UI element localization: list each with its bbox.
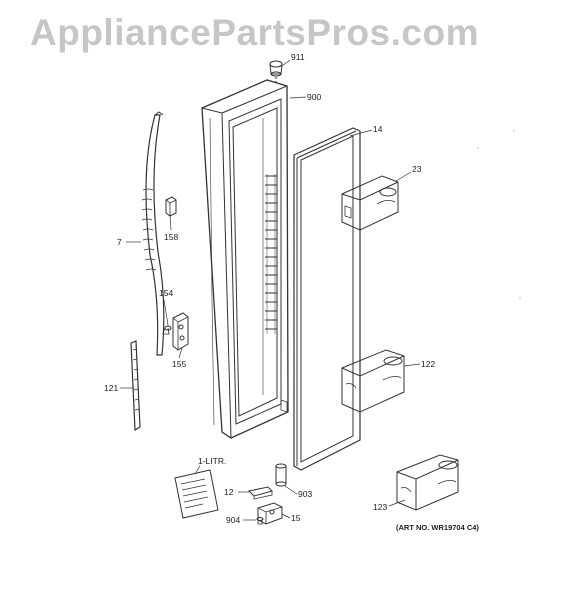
- label-154: 154: [159, 288, 173, 298]
- label-122: 122: [421, 359, 435, 369]
- leader-lines: [120, 59, 421, 521]
- part-121-trim[interactable]: [130, 340, 141, 432]
- art-number: (ART NO. WR19704 C4): [396, 523, 479, 532]
- label-904: 904: [226, 515, 240, 525]
- watermark-logo: AppliancePartsPros.com: [30, 12, 479, 53]
- label-903: 903: [298, 489, 312, 499]
- part-12-bushing[interactable]: [247, 486, 273, 500]
- part-903-door-stop[interactable]: [275, 463, 287, 487]
- label-155: 155: [172, 359, 186, 369]
- label-15: 15: [291, 513, 301, 523]
- scan-specks: [477, 130, 521, 299]
- label-900: 900: [307, 92, 321, 102]
- part-904-screw[interactable]: [256, 517, 264, 525]
- label-121: 121: [104, 383, 118, 393]
- part-155-bracket[interactable]: [172, 312, 189, 351]
- part-7-handle[interactable]: [141, 111, 165, 356]
- label-7: 7: [117, 237, 122, 247]
- door-shelf-ribs: [265, 174, 277, 334]
- part-122-middle-bin[interactable]: [341, 349, 405, 413]
- label-158: 158: [164, 232, 178, 242]
- label-23: 23: [412, 164, 422, 174]
- label-1-litr: 1-LITR.: [198, 456, 226, 466]
- part-123-lower-bin[interactable]: [396, 454, 459, 511]
- label-12: 12: [224, 487, 234, 497]
- part-labels: 911 900 14 23 7 158 154 155 121 122 1-LI…: [104, 52, 479, 532]
- part-23-upper-bin[interactable]: [341, 175, 399, 231]
- part-911-plug[interactable]: [269, 60, 283, 84]
- label-911: 911: [291, 52, 305, 62]
- part-154-screw[interactable]: [162, 325, 172, 335]
- part-158-handle-cap[interactable]: [165, 196, 177, 217]
- part-1-litr-literature[interactable]: [174, 469, 219, 519]
- part-14-gasket[interactable]: [293, 127, 361, 471]
- label-14: 14: [373, 124, 383, 134]
- label-123: 123: [373, 502, 387, 512]
